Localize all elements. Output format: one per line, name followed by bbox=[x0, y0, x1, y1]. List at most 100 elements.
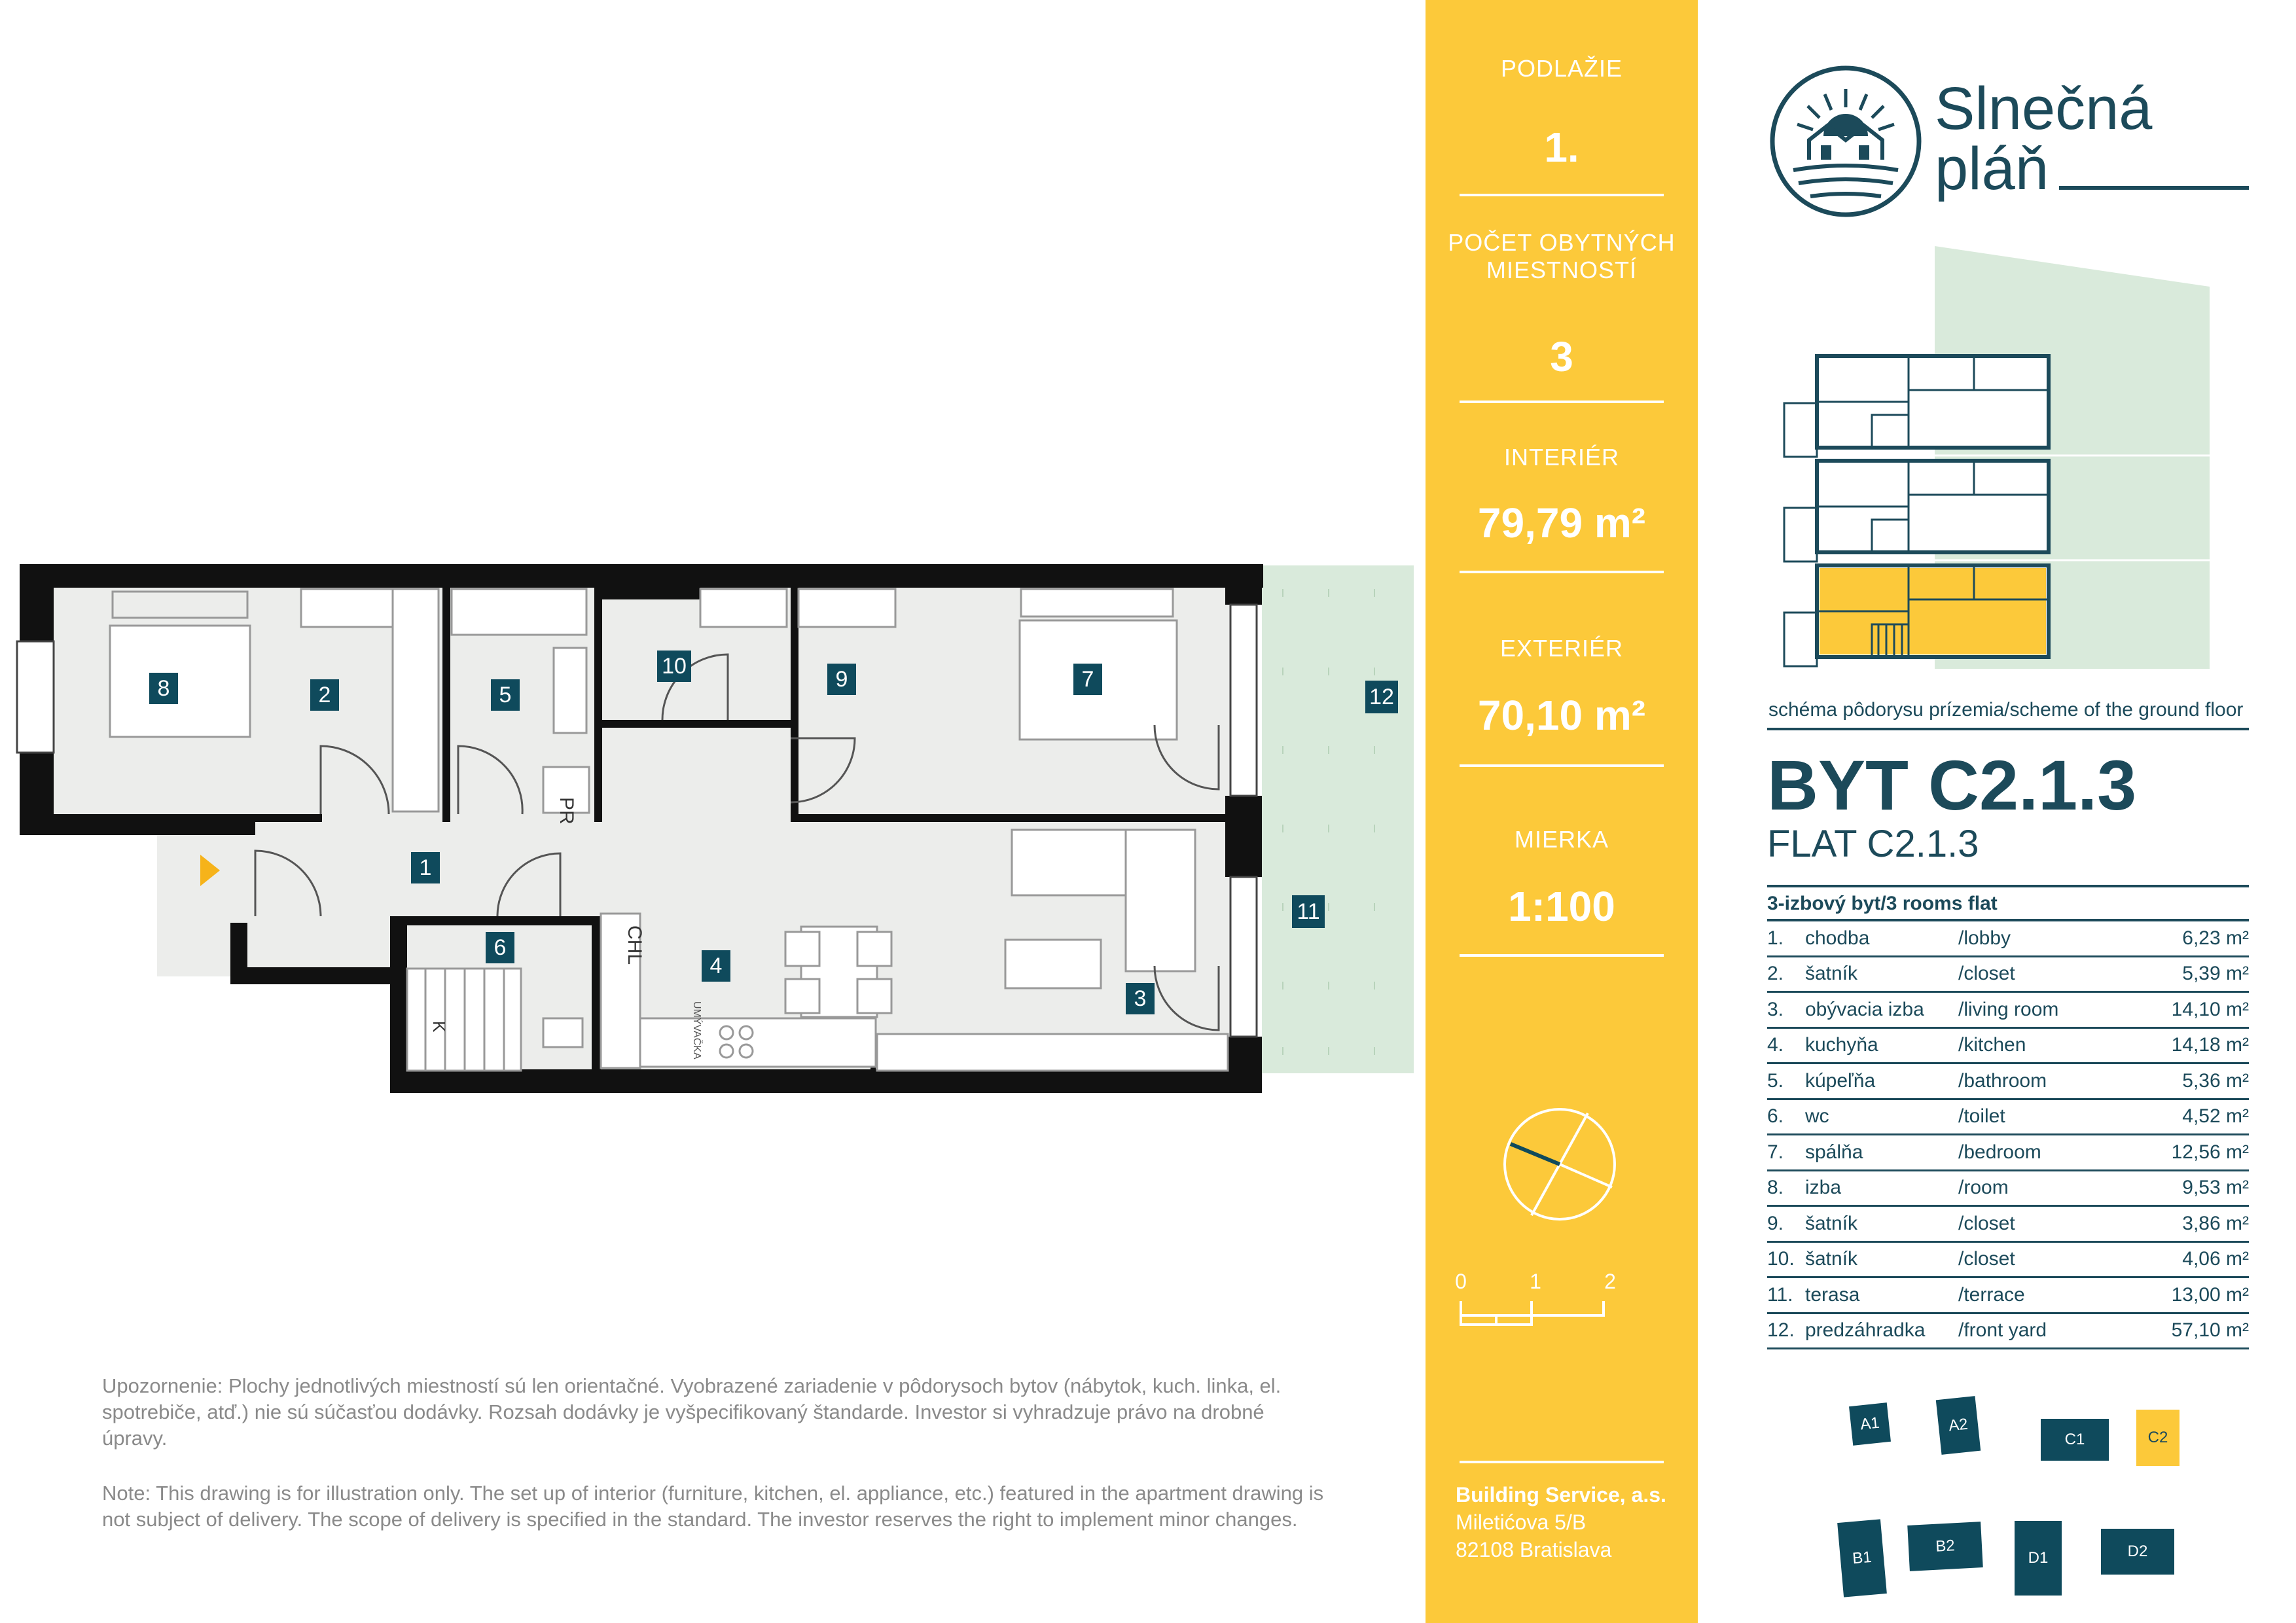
company-name: Building Service, a.s. bbox=[1456, 1483, 1666, 1507]
compass-icon bbox=[1503, 1108, 1616, 1221]
table-header: 3-izbový byt/3 rooms flat bbox=[1767, 893, 1998, 914]
room-name-en: /closet bbox=[1958, 956, 2142, 993]
room-number: 3. bbox=[1767, 991, 1805, 1029]
room-name-sk: wc bbox=[1805, 1099, 1958, 1135]
room-area: 12,56 m² bbox=[2142, 1134, 2249, 1171]
room-number: 9. bbox=[1767, 1205, 1805, 1243]
room-number: 10. bbox=[1767, 1241, 1805, 1278]
building-d1[interactable]: D1 bbox=[2015, 1521, 2062, 1596]
room-label-10: 10 bbox=[657, 651, 691, 682]
room-number: 6. bbox=[1767, 1099, 1805, 1135]
room-area: 5,36 m² bbox=[2142, 1063, 2249, 1100]
building-c1[interactable]: C1 bbox=[2041, 1419, 2109, 1461]
room-name-sk: predzáhradka bbox=[1805, 1313, 1958, 1349]
garden-pattern bbox=[1282, 589, 1375, 1055]
note-en: Note: This drawing is for illustration o… bbox=[102, 1482, 1324, 1531]
building-b1[interactable]: B1 bbox=[1837, 1519, 1887, 1597]
divider bbox=[1460, 194, 1664, 196]
room-number: 5. bbox=[1767, 1063, 1805, 1100]
staircase bbox=[406, 967, 522, 1072]
room-label-3: 3 bbox=[1126, 983, 1155, 1014]
room-label-9: 9 bbox=[827, 664, 856, 695]
exterior-label: EXTERIÉR bbox=[1499, 635, 1624, 662]
company-city: 82108 Bratislava bbox=[1456, 1538, 1612, 1561]
room-number: 11. bbox=[1767, 1277, 1805, 1314]
room-name-en: /kitchen bbox=[1958, 1027, 2142, 1064]
divider bbox=[1460, 571, 1664, 573]
label-pr: PR bbox=[556, 797, 577, 825]
dining-table bbox=[784, 925, 893, 1018]
scale-tick-0: 0 bbox=[1455, 1270, 1467, 1293]
building-a2[interactable]: A2 bbox=[1935, 1396, 1981, 1455]
divider bbox=[1460, 954, 1664, 957]
room-label-7: 7 bbox=[1073, 664, 1102, 695]
room-area: 4,06 m² bbox=[2142, 1241, 2249, 1278]
building-b2[interactable]: B2 bbox=[1907, 1522, 1983, 1571]
logo-underline bbox=[2059, 186, 2249, 190]
header-rule bbox=[1767, 919, 2249, 921]
room-name-en: /toilet bbox=[1958, 1099, 2142, 1135]
room-area: 14,10 m² bbox=[2142, 991, 2249, 1029]
rooms-value: 3 bbox=[1550, 333, 1573, 380]
scale-tick-1: 1 bbox=[1530, 1270, 1541, 1293]
floor-plan: PR CHL UMÝVAČKA K bbox=[16, 564, 1414, 1093]
page-subtitle: FLAT C2.1.3 bbox=[1767, 823, 1979, 865]
room-area: 14,18 m² bbox=[2142, 1027, 2249, 1064]
company-street: Miletićova 5/B bbox=[1456, 1510, 1587, 1534]
interior-walls bbox=[54, 588, 1225, 1073]
bed bbox=[109, 590, 251, 738]
logo-text-line1: Slnečná bbox=[1935, 75, 2153, 142]
room-label-2: 2 bbox=[310, 679, 339, 711]
label-umyvacka: UMÝVAČKA bbox=[691, 1001, 704, 1060]
room-area: 9,53 m² bbox=[2142, 1170, 2249, 1207]
entrance-area bbox=[157, 832, 236, 976]
room-name-sk: izba bbox=[1805, 1170, 1958, 1207]
room-name-sk: kúpeľňa bbox=[1805, 1063, 1958, 1100]
room-name-en: /closet bbox=[1958, 1205, 2142, 1243]
room-area: 5,39 m² bbox=[2142, 956, 2249, 993]
exterior-value: 70,10 m² bbox=[1477, 692, 1646, 739]
ground-floor-scheme bbox=[1783, 246, 2210, 669]
rooms-label-line2: MIESTNOSTÍ bbox=[1486, 257, 1637, 283]
room-number: 4. bbox=[1767, 1027, 1805, 1064]
room-name-en: /bathroom bbox=[1958, 1063, 2142, 1100]
building-a1[interactable]: A1 bbox=[1849, 1402, 1891, 1446]
room-label-6: 6 bbox=[486, 932, 514, 963]
building-d2[interactable]: D2 bbox=[2101, 1529, 2174, 1575]
window bbox=[16, 640, 55, 754]
interior-value: 79,79 m² bbox=[1477, 499, 1646, 546]
room-label-11: 11 bbox=[1292, 895, 1325, 928]
building-c2[interactable]: C2 bbox=[2136, 1410, 2179, 1466]
room-name-sk: spálňa bbox=[1805, 1134, 1958, 1171]
room-label-12: 12 bbox=[1365, 681, 1398, 713]
room-name-sk: kuchyňa bbox=[1805, 1027, 1958, 1064]
room-name-sk: šatník bbox=[1805, 1241, 1958, 1278]
room-name-en: /living room bbox=[1958, 991, 2142, 1029]
scale-bar bbox=[1460, 1301, 1605, 1326]
room-area: 6,23 m² bbox=[2142, 921, 2249, 957]
divider bbox=[1460, 764, 1664, 767]
room-name-en: /lobby bbox=[1958, 921, 2142, 957]
bathtub bbox=[450, 588, 590, 814]
floor-value: 1. bbox=[1544, 124, 1579, 171]
room-number: 8. bbox=[1767, 1170, 1805, 1207]
tv-unit bbox=[876, 1033, 1229, 1072]
caption-rule bbox=[1767, 728, 2249, 730]
room-name-sk: chodba bbox=[1805, 921, 1958, 957]
kitchen-counter bbox=[600, 912, 877, 1069]
room-label-5: 5 bbox=[491, 679, 520, 711]
title-rule bbox=[1767, 885, 2249, 887]
scale-tick-2: 2 bbox=[1604, 1270, 1616, 1293]
scale-value: 1:100 bbox=[1508, 883, 1615, 930]
room-name-en: /front yard bbox=[1958, 1313, 2142, 1349]
note-sk: Upozornenie: Plochy jednotlivých miestno… bbox=[102, 1374, 1282, 1450]
page-title: BYT C2.1.3 bbox=[1767, 745, 2137, 825]
